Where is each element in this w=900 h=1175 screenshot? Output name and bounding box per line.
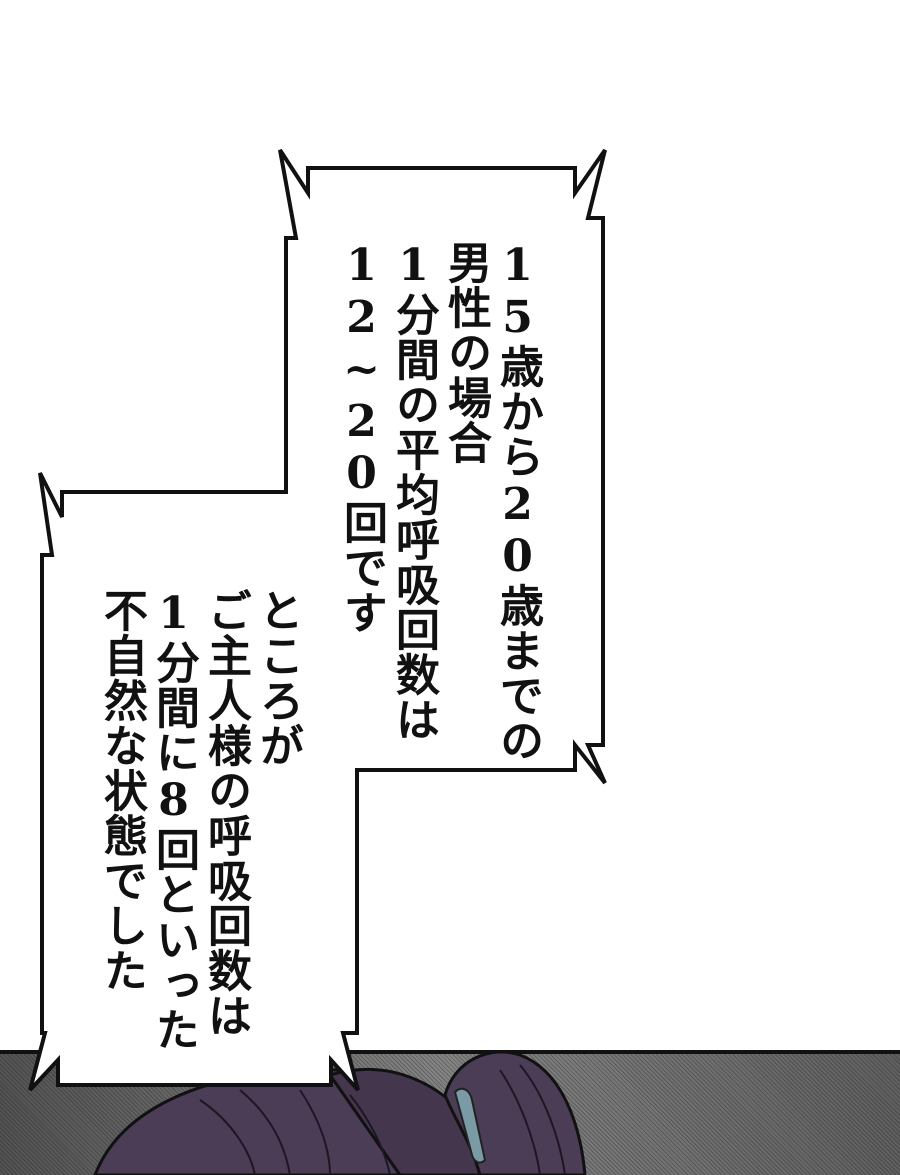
bubble-1-line-2: 男性の場合	[440, 240, 491, 465]
bubble-1-line-4: 12~20回です	[336, 240, 387, 635]
bubble-2-line-4: 不自然な状態でした	[96, 588, 147, 993]
bubble-2-line-2: ご主人様の呼吸回数は	[200, 588, 251, 1038]
bubble-1-line-1: 15歳から20歳までの	[492, 240, 543, 763]
speech-bubble-combined-outline	[28, 148, 607, 1092]
bubble-1-line-3: 1分間の平均呼吸回数は	[388, 240, 439, 742]
bubble-2-line-1: ところが	[252, 588, 303, 768]
bubble-2-line-3: 1分間に8回といった	[148, 588, 199, 1052]
